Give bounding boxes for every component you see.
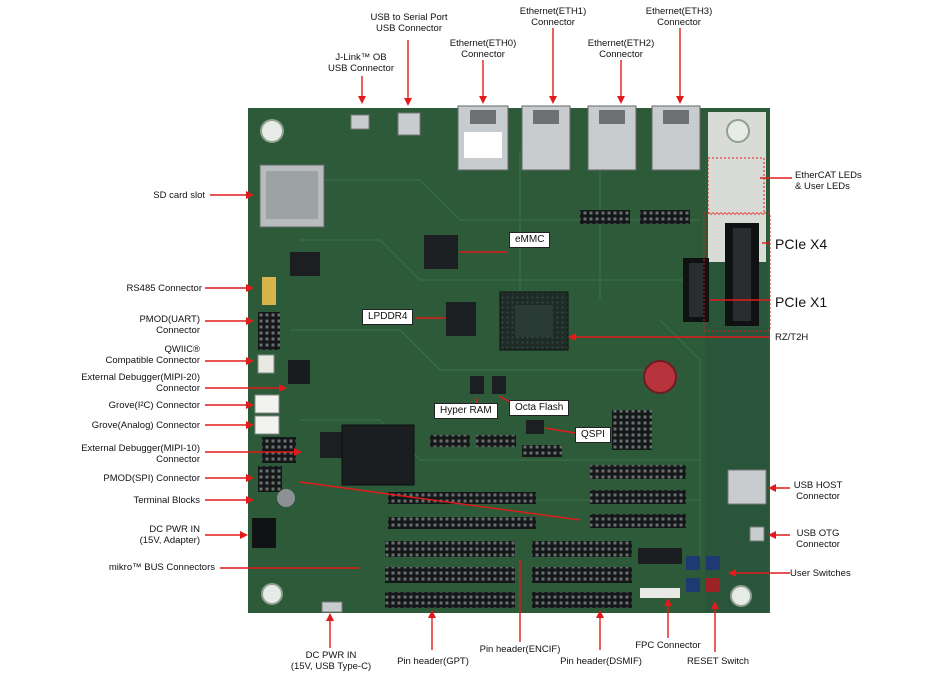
label-lpddr4: LPDDR4 — [362, 309, 414, 325]
label-grove-analog: Grove(Analog) Connector — [91, 420, 200, 431]
label-pcie-x1: PCIe X1 — [775, 294, 828, 310]
label-dc-pwr-usbc: DC PWR IN (15V, USB Type-C) — [290, 650, 372, 672]
user-switches — [686, 556, 720, 592]
usb-otg-port — [749, 526, 765, 542]
label-qwiic: QWIIC® Compatible Connector — [105, 344, 200, 366]
label-emmc: eMMC — [509, 232, 551, 248]
electrolytic-capacitor — [643, 360, 677, 394]
label-grove-i2c: Grove(I²C) Connector — [108, 400, 200, 411]
label-mipi10: External Debugger(MIPI-10) Connector — [81, 443, 200, 465]
pmod-spi-connector — [258, 466, 282, 492]
mounting-hole — [730, 585, 752, 607]
label-pin-encif: Pin header(ENCIF) — [479, 644, 561, 655]
mipi10-connector — [262, 437, 296, 463]
label-mipi20: External Debugger(MIPI-20) Connector — [81, 372, 200, 394]
pmod-uart-connector — [258, 312, 280, 350]
label-ethercat-leds: EtherCAT LEDs & User LEDs — [795, 170, 862, 192]
label-eth1: Ethernet(ETH1) Connector — [519, 6, 587, 28]
label-pcie-x4: PCIe X4 — [775, 236, 828, 252]
terminal-block — [277, 489, 295, 507]
octa-flash-chip — [492, 376, 506, 394]
label-mikrobus: mikro™ BUS Connectors — [108, 562, 215, 573]
label-eth3: Ethernet(ETH3) Connector — [645, 6, 713, 28]
emmc-chip — [424, 235, 458, 269]
pin-headers — [341, 210, 690, 608]
label-reset-switch: RESET Switch — [686, 656, 750, 667]
label-dc-pwr-adapter: DC PWR IN (15V, Adapter) — [139, 524, 200, 546]
rs485-connector — [262, 277, 276, 305]
usb-host-port — [727, 469, 767, 505]
label-usb-host: USB HOST Connector — [793, 480, 843, 502]
label-usb-serial: USB to Serial Port USB Connector — [370, 12, 448, 34]
label-rzt2h: RZ/T2H — [775, 332, 809, 343]
label-pin-dsmif: Pin header(DSMIF) — [560, 656, 642, 667]
label-user-switches: User Switches — [790, 568, 851, 579]
mounting-hole — [726, 119, 750, 143]
label-terminal-blocks: Terminal Blocks — [133, 495, 200, 506]
label-qspi: QSPI — [575, 427, 611, 443]
mounting-hole — [260, 119, 284, 143]
ethernet-connectors — [457, 105, 701, 171]
label-usb-otg: USB OTG Connector — [796, 528, 840, 550]
dc-barrel-jack — [252, 518, 276, 548]
mounting-hole — [261, 583, 283, 605]
callout-arrows — [205, 28, 792, 652]
jlink-usb-connector — [350, 114, 370, 130]
label-eth2: Ethernet(ETH2) Connector — [587, 38, 655, 60]
pcb-board — [248, 108, 770, 613]
usb-serial-connector — [397, 112, 421, 136]
label-pin-gpt: Pin header(GPT) — [397, 656, 469, 667]
mipi20-connector — [288, 360, 310, 384]
grove-analog-connector — [254, 415, 280, 435]
qwiic-connector — [257, 354, 275, 374]
hyper-ram-chip — [470, 376, 484, 394]
label-jlink: J-Link™ OB USB Connector — [327, 52, 394, 74]
qspi-chip — [526, 420, 544, 434]
callout-arrowheads — [240, 96, 776, 621]
label-fpc: FPC Connector — [635, 640, 701, 651]
pcie-dashed-outline — [703, 212, 771, 332]
label-hyper-ram: Hyper RAM — [434, 403, 498, 419]
label-eth0: Ethernet(ETH0) Connector — [449, 38, 517, 60]
label-octa-flash: Octa Flash — [509, 400, 570, 416]
grove-i2c-connector — [254, 394, 280, 414]
lpddr4-chip — [446, 302, 476, 336]
ethercat-leds-bracket — [707, 157, 765, 215]
label-sd-card: SD card slot — [153, 190, 205, 201]
label-pmod-spi: PMOD(SPI) Connector — [103, 473, 200, 484]
label-pmod-uart: PMOD(UART) Connector — [139, 314, 200, 336]
usb-c-connector — [321, 601, 343, 613]
label-rs485: RS485 Connector — [126, 283, 202, 294]
